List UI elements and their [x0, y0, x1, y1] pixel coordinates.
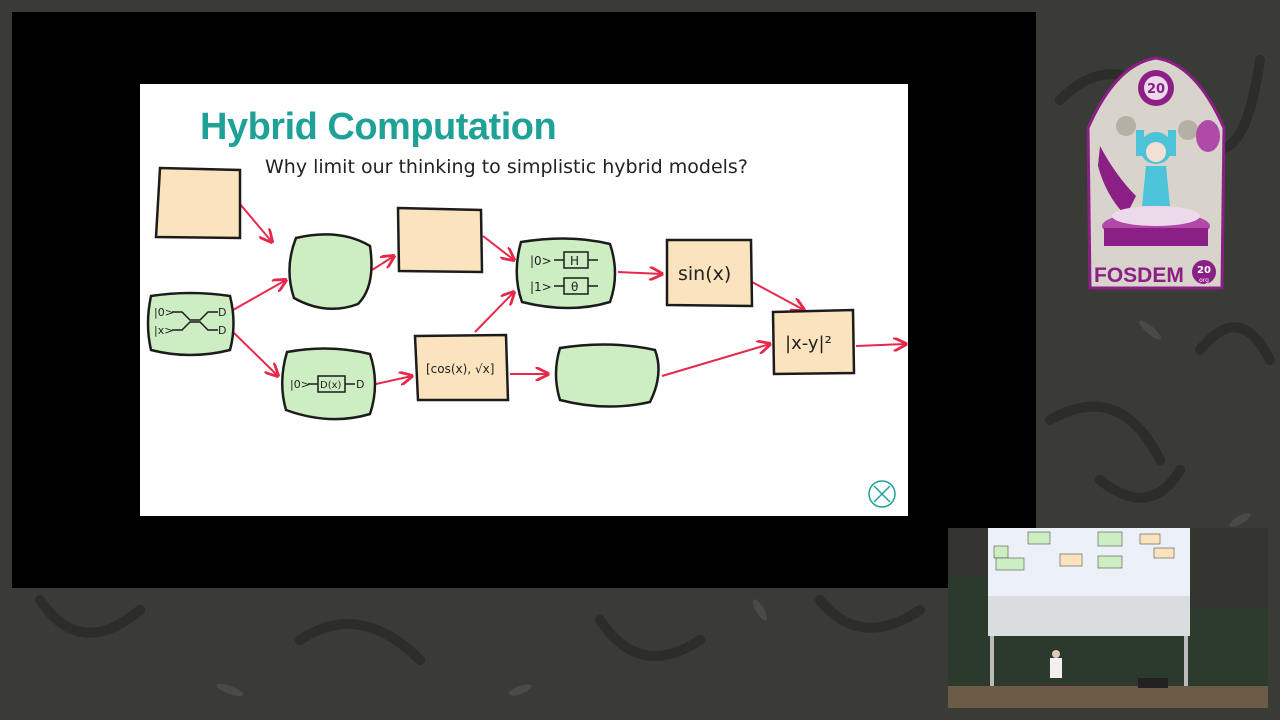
logo-text: FOSDEM — [1094, 264, 1184, 287]
classical-box-empty-1 — [154, 166, 242, 240]
sin-label: sin(x) — [678, 263, 731, 285]
fosdem-logo: 20 FOSDEM 20 org — [1086, 56, 1226, 292]
classical-box-sin — [665, 238, 754, 308]
qnode4-input-1: |1> — [530, 280, 552, 294]
distance-label: |x-y|² — [785, 333, 832, 354]
quantum-node-2 — [146, 291, 235, 357]
edge-arrow — [239, 203, 272, 242]
edge-arrow — [617, 272, 662, 274]
edge-arrow — [232, 280, 286, 311]
qnode2-output-2: D — [218, 324, 226, 337]
edge-arrow — [371, 256, 394, 271]
qnode4-input-0: |0> — [530, 254, 552, 268]
classical-box-cos-sqrt — [413, 333, 510, 402]
qnode3-input: |0> — [290, 378, 310, 391]
qnode2-output-1: D — [218, 306, 226, 319]
qnode4-gate-h: H — [570, 254, 579, 268]
edge-arrow — [375, 376, 412, 384]
logo-badge-bottom: org — [1199, 277, 1209, 284]
presentation-slide: Hybrid Computation Why limit our thinkin… — [140, 84, 908, 516]
speaker-head — [1052, 650, 1060, 658]
qnode4-gate-theta: θ — [571, 280, 578, 294]
qnode2-wire — [172, 311, 218, 321]
qnode2-wire — [172, 321, 218, 331]
hybrid-computation-diagram: |0> |x> D D |0> D(x) D [cos(x), √x] |0> … — [146, 166, 908, 508]
edge-arrow — [661, 344, 770, 377]
edge-arrow — [751, 281, 804, 310]
speaker-body — [1050, 658, 1062, 678]
logo-badge-top: 20 — [1197, 265, 1211, 276]
cos-sqrt-label: [cos(x), √x] — [426, 362, 494, 376]
classical-box-distance — [771, 308, 856, 376]
camera-scene — [948, 528, 1268, 708]
edge-arrow — [855, 344, 906, 346]
qnode2-input-x: |x> — [154, 324, 173, 337]
edge-arrow — [232, 331, 278, 376]
qnode4-gate-h-box — [563, 251, 589, 269]
speaker-camera-view — [948, 528, 1268, 708]
quantum-node-1 — [288, 233, 373, 310]
qnode3-gate-label: D(x) — [320, 380, 342, 391]
qnode2-input-0: |0> — [154, 306, 174, 319]
quantum-node-4 — [515, 237, 617, 310]
edge-arrow — [474, 292, 514, 333]
qnode3-output: D — [356, 378, 364, 391]
logo-number: 20 — [1147, 82, 1165, 97]
slide-subtitle: Why limit our thinking to simplistic hyb… — [265, 156, 748, 178]
fosdem-mascot-icon: 20 FOSDEM 20 org — [1086, 56, 1226, 290]
classical-box-empty-2 — [396, 206, 484, 274]
quantum-node-3 — [281, 347, 377, 421]
quantum-node-5 — [554, 343, 660, 408]
slide-title: Hybrid Computation — [200, 106, 557, 148]
edge-arrow — [482, 235, 514, 260]
qnode4-wire — [554, 259, 598, 287]
slide-logo-icon — [868, 480, 896, 508]
qnode3-gate-box — [317, 375, 346, 393]
qnode4-gate-theta-box — [563, 277, 589, 295]
